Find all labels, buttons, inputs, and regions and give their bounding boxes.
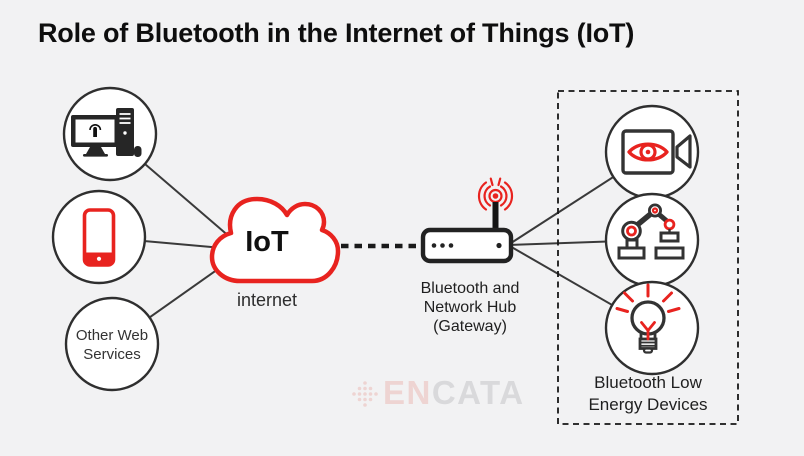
node-camera [604,104,700,200]
page-title: Role of Bluetooth in the Internet of Thi… [38,18,635,48]
watermark-logo-icon [352,381,378,407]
desktop-computer-icon [71,108,142,157]
watermark-text-secondary: CATA [431,374,525,411]
robot-arm-icon [617,203,685,260]
light-bulb-icon [615,283,681,354]
node-circle-other-services [64,296,160,392]
network-hub [420,177,514,264]
router-icon [420,202,514,264]
cloud-label: IoT [245,226,289,258]
iot-cloud-shape [209,196,341,284]
smartphone-icon [82,208,116,267]
surveillance-camera-icon [621,129,692,175]
node-phone [51,189,147,285]
cloud-caption: internet [236,290,298,310]
other-web-services-label: Other Web Services [75,327,149,363]
node-other-services [64,296,160,392]
watermark-text-primary: EN [383,374,432,411]
node-robot [604,192,700,288]
ble-boundary-box [557,90,739,425]
hub-label: Bluetooth and Network Hub (Gateway) [420,280,520,335]
ble-group-label: Bluetooth Low Energy Devices [588,373,708,414]
node-bulb [604,280,700,376]
node-computer [62,86,158,182]
